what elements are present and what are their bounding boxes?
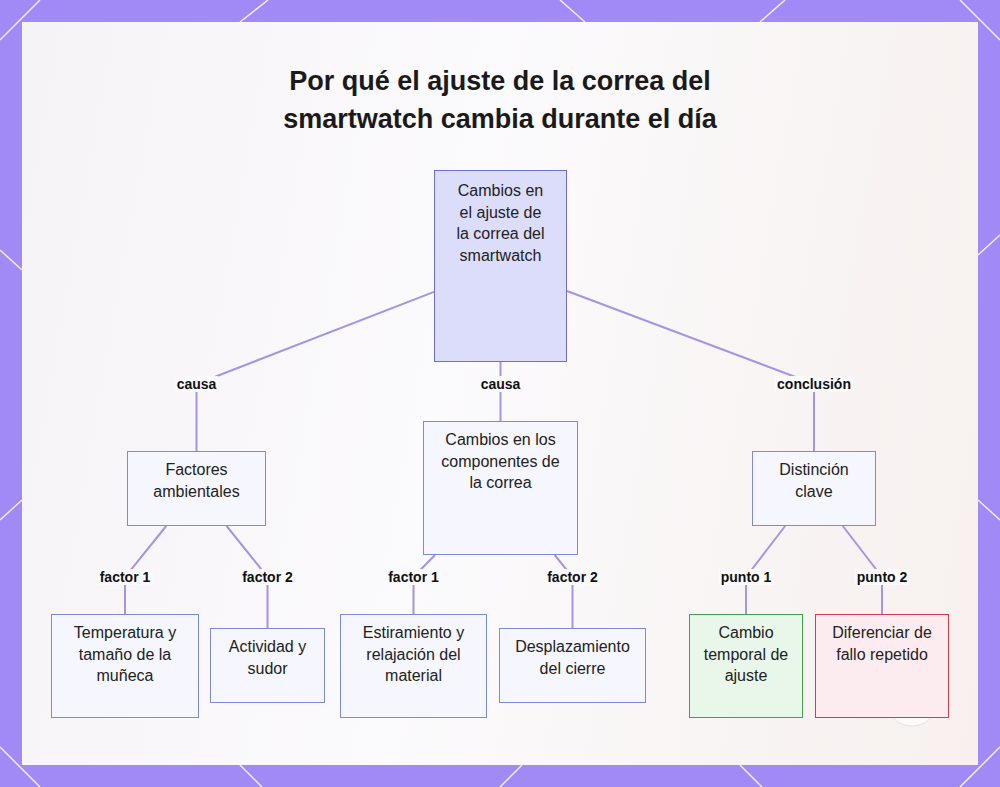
concept-box: Diferenciar de fallo repetido: [815, 614, 949, 718]
concept-box: Factores ambientales: [127, 451, 266, 526]
node-text: Factores ambientales: [138, 459, 255, 502]
connector-line: [555, 555, 573, 628]
node-text: Cambio temporal de ajuste: [700, 622, 792, 687]
concept-box: Desplazamiento del cierre: [499, 628, 646, 703]
node-text: Distinción clave: [763, 459, 865, 502]
concept-box: Actividad y sudor: [210, 628, 325, 703]
edge-label: causa: [479, 376, 523, 392]
edge-label: factor 1: [386, 569, 441, 585]
connector-line: [197, 292, 435, 451]
connector-line: [567, 291, 814, 451]
edge-label: causa: [175, 376, 219, 392]
concept-box: Temperatura y tamaño de la muñeca: [51, 614, 199, 718]
root-box: Cambios en el ajuste de la correa del sm…: [434, 170, 567, 362]
edge-label: factor 2: [240, 569, 295, 585]
concept-box: Cambios en los componentes de la correa: [423, 421, 578, 555]
edge-label: conclusión: [775, 376, 853, 392]
node-text: Actividad y sudor: [221, 636, 314, 679]
edge-label: factor 2: [545, 569, 600, 585]
node-text: Cambios en el ajuste de la correa del sm…: [455, 180, 546, 266]
node-text: Desplazamiento del cierre: [508, 636, 637, 679]
concept-box: Estiramiento y relajación del material: [340, 614, 487, 718]
node-text: Temperatura y tamaño de la muñeca: [66, 622, 184, 687]
edge-label: factor 1: [98, 569, 153, 585]
diagram-title: Por qué el ajuste de la correa del smart…: [230, 62, 770, 138]
node-text: Estiramiento y relajación del material: [355, 622, 472, 687]
node-text: Cambios en los componentes de la correa: [436, 429, 565, 494]
concept-box: Distinción clave: [752, 451, 876, 526]
edge-label: punto 2: [855, 569, 910, 585]
node-text: Diferenciar de fallo repetido: [826, 622, 938, 665]
concept-box: Cambio temporal de ajuste: [689, 614, 803, 718]
edge-label: punto 1: [719, 569, 774, 585]
